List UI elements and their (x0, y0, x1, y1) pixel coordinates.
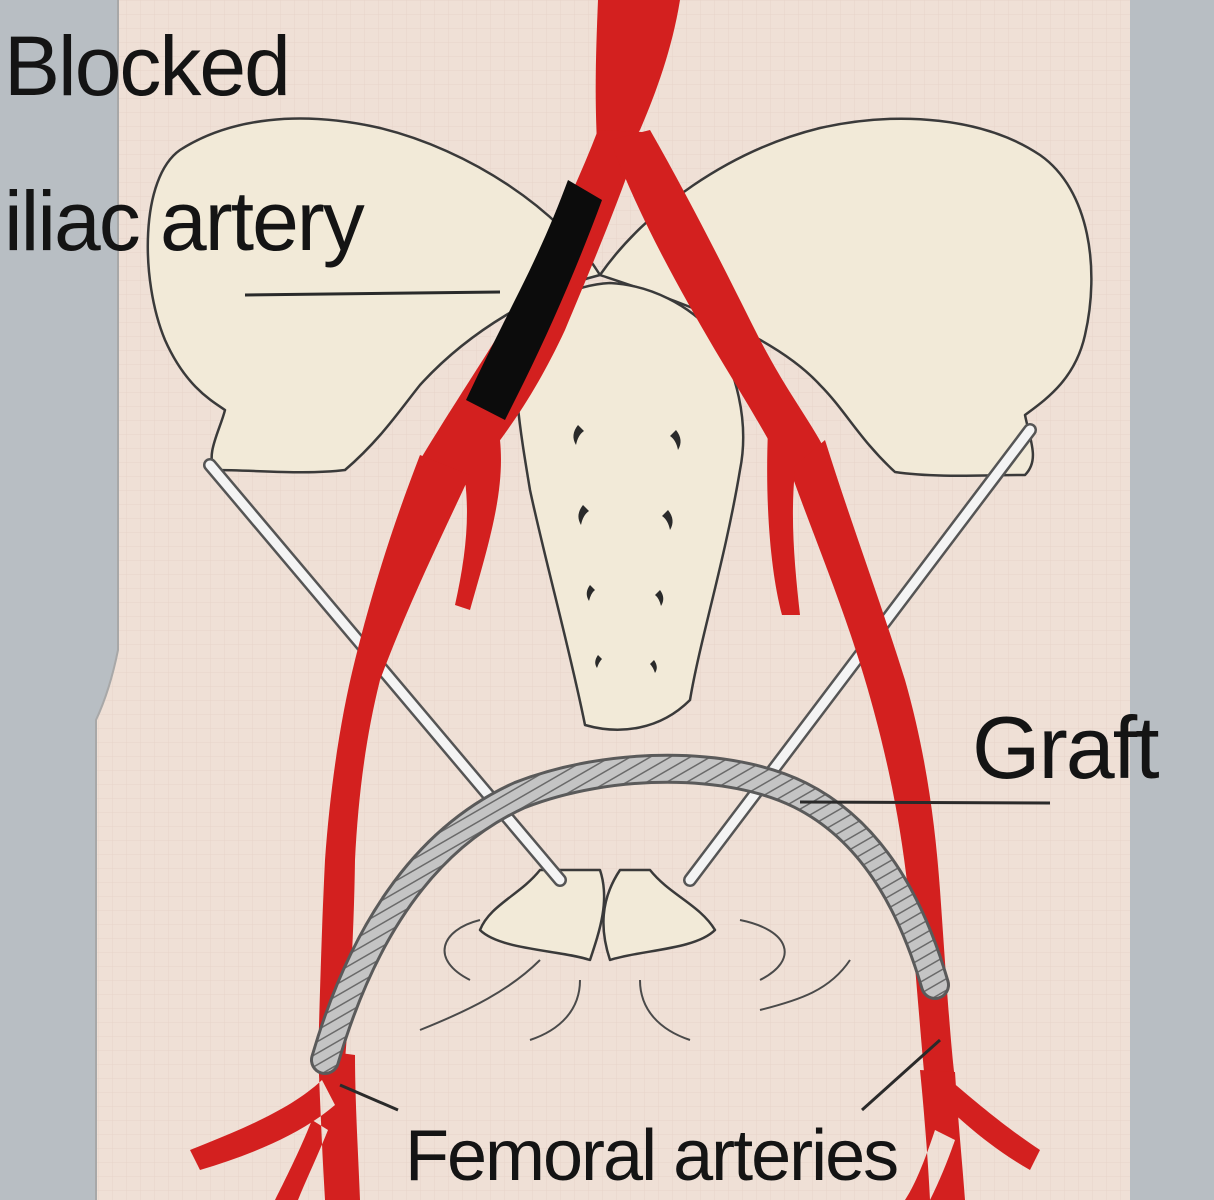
sacral-foramina (573, 425, 681, 673)
right-pubis (602, 868, 717, 962)
torso-outline-left (95, 0, 119, 1200)
left-ilium (146, 117, 602, 474)
left-femoral-branches (190, 1050, 360, 1200)
blocked-pointer (244, 290, 501, 297)
aorta (595, 0, 680, 160)
right-internal-iliac (767, 430, 800, 615)
blocked-label-line2: iliac artery (4, 174, 365, 268)
sacrum (514, 281, 745, 731)
pelvis-bone (146, 117, 1093, 962)
graft-label: Graft (972, 698, 1159, 797)
left-internal-iliac (455, 440, 501, 610)
lower-pelvis-lines (419, 919, 851, 1041)
blocked-label-line1: Blocked (4, 19, 289, 113)
femoral-pointer-right (860, 1038, 942, 1112)
pointer-lines (244, 290, 1051, 1112)
right-femoral-branches (905, 1070, 1040, 1200)
blockage (466, 180, 602, 420)
left-pubis (478, 868, 606, 962)
right-common-iliac (610, 130, 825, 480)
femoral-arteries-label: Femoral arteries (405, 1116, 897, 1196)
graft-pointer (799, 800, 1051, 805)
right-ilium (598, 117, 1093, 477)
right-side-band (1130, 0, 1214, 1200)
femoral-pointer-left (339, 1083, 399, 1112)
